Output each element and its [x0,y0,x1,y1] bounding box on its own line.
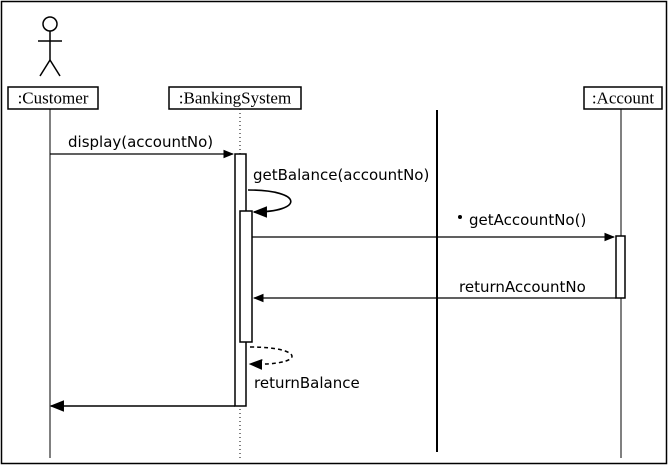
message-get-balance-arrow [247,189,292,218]
message-display-label: display(accountNo) [68,133,213,151]
message-get-balance-label: getBalance(accountNo) [253,166,429,184]
activation-bar-account [615,235,626,299]
participant-customer: :Customer [7,86,99,110]
message-self-return-arrow [248,346,293,370]
participant-account: :Account [583,86,663,110]
message-return-account-no-label: returnAccountNo [459,278,586,296]
participant-account-label: :Account [592,89,655,108]
participant-customer-label: :Customer [18,89,89,108]
activation-bar-get-balance [239,210,253,343]
participant-banking-system-label: :BankingSystem [179,89,291,108]
message-bullet-icon [458,215,462,219]
participant-banking-system: :BankingSystem [168,86,302,110]
customer-actor-icon [38,16,62,77]
message-return-balance-label: returnBalance [254,374,360,392]
message-get-account-no-label: getAccountNo() [469,211,586,229]
